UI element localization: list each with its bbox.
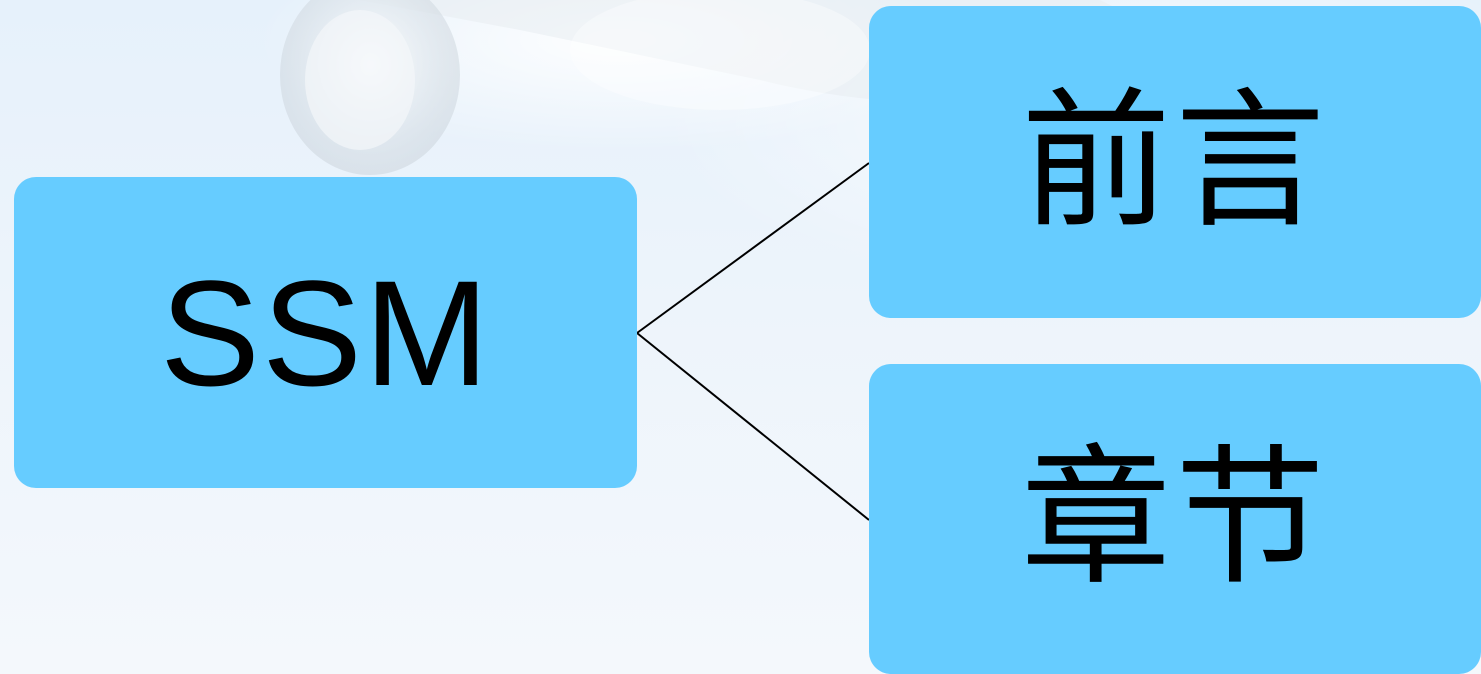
child-node-chapters[interactable]: 章节	[869, 364, 1481, 674]
root-node-label: SSM	[159, 248, 492, 417]
connector-to-preface	[636, 162, 870, 334]
root-node-ssm[interactable]: SSM	[14, 177, 637, 488]
child-node-label-preface: 前言	[1020, 75, 1329, 249]
child-node-label-chapters: 章节	[1020, 432, 1329, 606]
connector-to-chapters	[636, 332, 870, 521]
child-node-preface[interactable]: 前言	[869, 6, 1481, 318]
